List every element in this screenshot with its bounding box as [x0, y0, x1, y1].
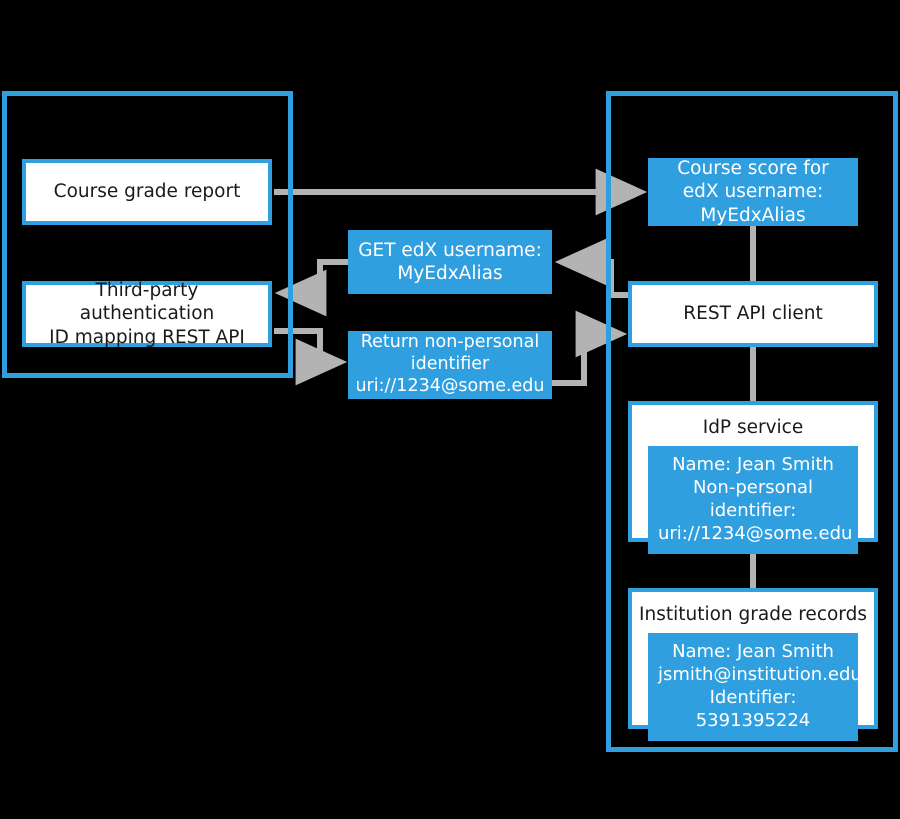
node-return-identifier[interactable]: Return non-personal identifier uri://123…	[348, 331, 552, 399]
connector-third-party-api-to-return-identifier	[274, 328, 348, 386]
connector-return-identifier-to-rest-api-client	[552, 310, 628, 386]
node-course-score-label: Course score for edX username: MyEdxAlia…	[677, 158, 829, 226]
node-course-grade-report-label: Course grade report	[53, 181, 241, 203]
connector-get-edx-username-to-third-party-api	[274, 259, 348, 317]
node-get-edx-username[interactable]: GET edX username: MyEdxAlias	[348, 230, 552, 294]
group-idp-service[interactable]: IdP service Name: Jean Smith Non-persona…	[628, 401, 878, 555]
institution-panel	[606, 91, 898, 752]
third-party-panel	[2, 91, 293, 378]
node-course-grade-report[interactable]: Course grade report	[22, 159, 272, 225]
node-rest-api-client[interactable]: REST API client	[628, 281, 878, 347]
node-get-edx-username-label: GET edX username: MyEdxAlias	[358, 239, 542, 284]
group-idp-service-record: Name: Jean Smith Non-personal identifier…	[648, 446, 858, 555]
node-rest-api-client-label: REST API client	[683, 303, 823, 325]
node-course-score[interactable]: Course score for edX username: MyEdxAlia…	[648, 158, 858, 226]
group-institution-grade-records-title: Institution grade records	[639, 604, 867, 625]
group-institution-grade-records-record: Name: Jean Smith jsmith@institution.edu …	[648, 633, 862, 742]
node-return-identifier-label: Return non-personal identifier uri://123…	[355, 332, 545, 396]
node-third-party-auth-api[interactable]: Third-party authentication ID mapping RE…	[22, 280, 272, 348]
connector-rest-api-client-to-get-edx-username	[554, 238, 628, 298]
group-idp-service-title: IdP service	[702, 417, 804, 438]
group-institution-grade-records[interactable]: Institution grade records Name: Jean Smi…	[628, 588, 878, 742]
node-third-party-auth-api-label: Third-party authentication ID mapping RE…	[49, 280, 245, 348]
